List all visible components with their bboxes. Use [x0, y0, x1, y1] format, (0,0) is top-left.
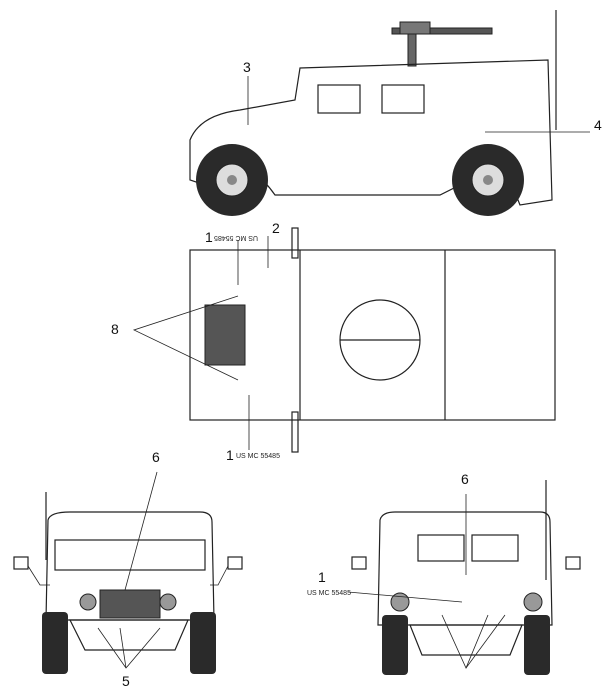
rear-window-left	[417, 534, 465, 562]
callout-1-top: 1	[205, 229, 213, 245]
serial-marking-rear: US MC 55485	[307, 590, 351, 597]
mirror-left	[291, 227, 299, 259]
tire-left	[382, 615, 408, 675]
mirror-left	[13, 556, 29, 570]
callout-6-rear: 6	[461, 471, 469, 487]
grille	[99, 589, 161, 619]
mirror-right	[227, 556, 243, 570]
callout-8: 8	[111, 321, 119, 337]
serial-marking: US MC 55485	[236, 453, 280, 460]
machine-gun	[391, 21, 493, 67]
rear-window-right	[471, 534, 519, 562]
callout-6-front: 6	[152, 449, 160, 465]
callout-2: 2	[272, 220, 280, 236]
top-body	[189, 249, 556, 421]
front-view: 6 5	[13, 449, 243, 689]
serial-marking-mirrored: US MC 55485	[214, 234, 258, 241]
callout-3: 3	[243, 59, 251, 75]
callout-4: 4	[594, 117, 602, 133]
front-wheel	[196, 144, 268, 216]
tire-right	[524, 615, 550, 675]
mirror-left	[351, 556, 367, 570]
mirror-right	[565, 556, 581, 570]
rear-wheel	[452, 144, 524, 216]
rear-body	[377, 511, 553, 626]
rear-view: 6 1 US MC 55485	[307, 471, 581, 675]
callout-5: 5	[122, 673, 130, 689]
windshield	[54, 539, 206, 571]
callout-1-rear: 1	[318, 569, 326, 585]
side-window-rear	[381, 84, 425, 114]
tire-left	[42, 612, 68, 674]
side-window-front	[317, 84, 361, 114]
tire-right	[190, 612, 216, 674]
front-body	[45, 511, 215, 621]
callout-1-bottom: 1	[226, 447, 234, 463]
mirror-right	[291, 411, 299, 453]
side-view: 3 4	[189, 10, 602, 216]
top-view: 1 US MC 55485 2 8 1 US MC 55485	[111, 220, 556, 463]
grille-hatch	[204, 304, 246, 366]
